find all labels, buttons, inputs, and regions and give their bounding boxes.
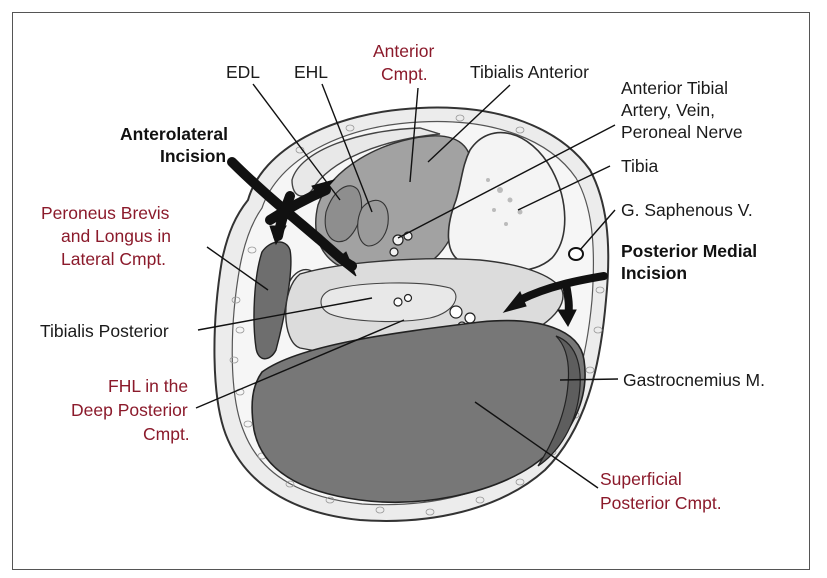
- label-tibialis-anterior: Tibialis Anterior: [470, 62, 589, 82]
- label-fhl-1: FHL in the: [108, 376, 188, 396]
- label-superficial-posterior-1: Superficial: [600, 469, 682, 489]
- label-anterior-tibial-3: Peroneal Nerve: [621, 122, 743, 142]
- label-anterior-tibial-1: Anterior Tibial: [621, 78, 728, 98]
- label-posterior-medial-incision-1: Posterior Medial: [621, 241, 757, 261]
- label-anterolateral-incision-2: Incision: [160, 146, 226, 166]
- label-edl: EDL: [226, 62, 260, 82]
- tibialis-posterior-muscle: [321, 283, 456, 322]
- label-posterior-medial-incision-2: Incision: [621, 263, 687, 283]
- label-peroneus-2: and Longus in: [61, 226, 171, 246]
- label-fhl-3: Cmpt.: [143, 424, 190, 444]
- label-anterior-cmpt-1: Anterior: [373, 41, 434, 61]
- label-gastrocnemius: Gastrocnemius M.: [623, 370, 765, 390]
- label-peroneus-3: Lateral Cmpt.: [61, 249, 166, 269]
- label-anterior-cmpt-2: Cmpt.: [381, 64, 428, 84]
- label-tibia: Tibia: [621, 156, 659, 176]
- label-ehl: EHL: [294, 62, 328, 82]
- label-superficial-posterior-2: Posterior Cmpt.: [600, 493, 722, 513]
- label-peroneus-1: Peroneus Brevis: [41, 203, 170, 223]
- label-g-saphenous: G. Saphenous V.: [621, 200, 753, 220]
- label-anterolateral-incision-1: Anterolateral: [120, 124, 228, 144]
- label-tibialis-posterior: Tibialis Posterior: [40, 321, 169, 341]
- label-fhl-2: Deep Posterior: [71, 400, 188, 420]
- label-anterior-tibial-2: Artery, Vein,: [621, 100, 715, 120]
